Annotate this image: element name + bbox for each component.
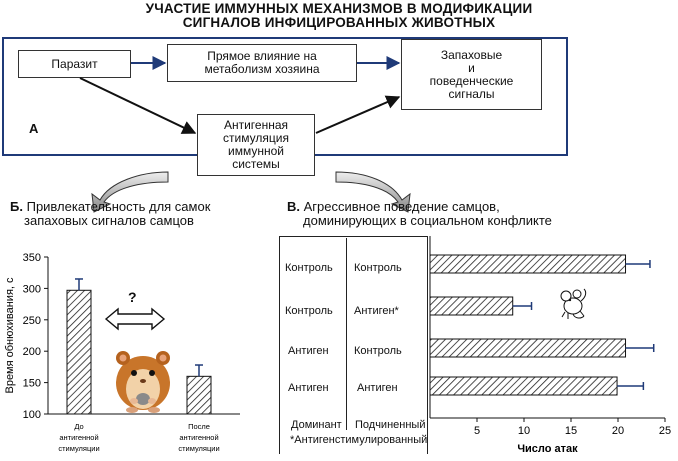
bar-3 [429,338,627,358]
bar-2 [186,375,212,415]
panel-b-title-line2: запаховых сигналов самцов [24,213,194,228]
bar-1 [429,254,627,274]
box-direct-line2: метаболизм хозяина [204,62,320,76]
box-parasite-label: Паразит [51,56,98,71]
row4-dominant: Антиген [288,382,329,394]
y-tick-label: 350 [23,252,41,264]
box-direct-line1: Прямое влияние на [207,49,317,63]
row3-subordinate: Контроль [354,345,402,357]
x-tick-label: 25 [659,425,671,437]
box-antigen-line3: иммунной [228,144,284,158]
x-tick-label-2: После [188,422,210,431]
y-tick-label: 100 [23,409,41,421]
x-tick-label: 5 [474,425,480,437]
box-parasite: Паразит [18,50,131,78]
box-antigen-line1: Антигенная [223,118,289,132]
compare-double-arrow [104,307,166,331]
page-title-line2: СИГНАЛОВ ИНФИЦИРОВАННЫХ ЖИВОТНЫХ [182,15,496,30]
x-tick-label: 20 [612,425,624,437]
bar-4 [429,376,618,396]
box-signals-line2: и [468,60,475,75]
panel-c-title: В. Агрессивное поведение самцов, [287,200,500,214]
condition-table [279,236,428,454]
x-tick-label-1: До [74,422,83,431]
panel-b-title: Б. Привлекательность для самок [10,200,210,214]
curved-arrow-right [335,171,411,213]
box-antigen-stimulation: Антигенная стимуляция иммунной системы [197,114,315,176]
box-signals: Запаховые и поведенческие сигналы [401,39,542,110]
x-tick-label-2: антигенной [179,433,218,442]
panel-a-letter: А [29,121,39,136]
row3-dominant: Антиген [288,345,329,357]
panel-c-title-line1: Агрессивное поведение самцов, [303,199,500,214]
curved-arrow-left [91,171,169,213]
arrow-antigen-to-signals [315,95,401,134]
panel-c-letter: В. [287,199,300,214]
row1-dominant: Контроль [285,262,333,274]
footnote: *Антигенстимулированный [290,434,428,446]
y-tick-label: 200 [23,346,41,358]
x-axis-label: Число атак [517,443,578,455]
row2-dominant: Контроль [285,305,333,317]
y-tick-label: 150 [23,378,41,390]
row1-subordinate: Контроль [354,262,402,274]
x-tick-label: 10 [518,425,530,437]
y-tick-label: 250 [23,315,41,327]
box-signals-line4: сигналы [448,86,495,101]
mouse-icon [560,288,587,319]
hamster-image [116,351,170,413]
panel-b-letter: Б. [10,199,23,214]
row4-subordinate: Антиген [357,382,398,394]
page-title-line1: УЧАСТИЕ ИММУННЫХ МЕХАНИЗМОВ В МОДИФИКАЦИ… [145,1,533,16]
box-antigen-line4: системы [232,157,280,171]
bar-1 [66,289,92,415]
x-tick-label: 15 [565,425,577,437]
box-signals-line3: поведенческие [429,73,514,88]
question-mark: ? [128,289,137,305]
box-antigen-line2: стимуляция [223,131,289,145]
x-tick-label-2: стимуляции [178,444,219,453]
box-direct-influence: Прямое влияние на метаболизм хозяина [167,44,357,82]
condition-table-divider [346,238,347,430]
bar-2 [429,296,514,316]
box-signals-line1: Запаховые [440,47,503,62]
col-dominant-label: Доминант [291,419,342,431]
panel-b-title-line1: Привлекательность для самок [26,199,211,214]
y-axis-label: Время обнюхивания, с [4,277,16,394]
x-tick-label-1: антигенной [59,433,98,442]
y-tick-label: 300 [23,283,41,295]
x-tick-label-1: стимуляции [58,444,99,453]
panel-c-title-line2: доминирующих в социальном конфликте [303,213,552,228]
col-subordinate-label: Подчиненный [355,419,426,431]
arrow-parasite-to-antigen [79,77,197,134]
row2-subordinate: Антиген* [354,305,399,317]
